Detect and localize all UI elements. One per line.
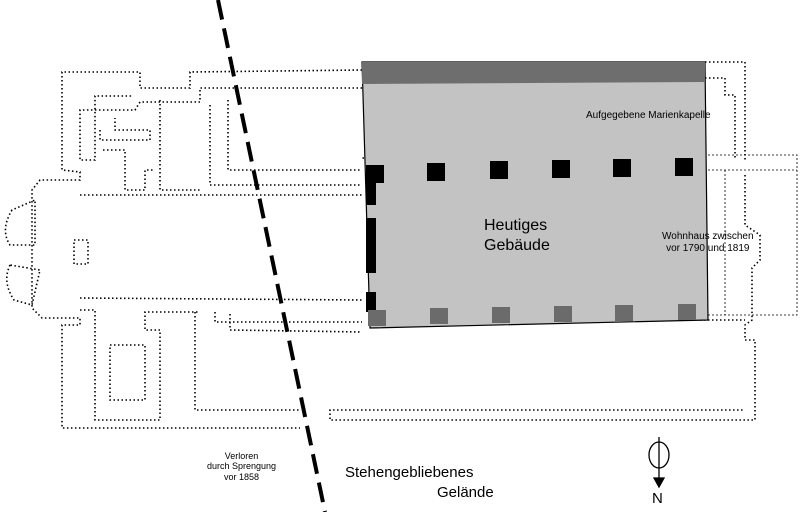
pillar: [554, 306, 572, 322]
former-church-outline: [4, 61, 761, 429]
chapel-label: Aufgegebene Marienkapelle: [586, 110, 711, 121]
pillar: [427, 163, 445, 181]
current-building-label: Heutiges Gebäude: [484, 217, 550, 254]
wall-segment: [366, 218, 376, 273]
remaining-label-line1: Stehengebliebenes: [345, 464, 474, 481]
demolition-line: [216, 0, 327, 512]
wall-segment: [366, 183, 376, 205]
wall-segment: [366, 292, 376, 312]
pillar: [430, 308, 448, 324]
pillar: [678, 304, 696, 320]
residence-label: Wohnhaus zwischen vor 1790 und 1819: [662, 231, 754, 254]
grey-pillars: [368, 304, 696, 326]
north-arrow-icon: [648, 437, 670, 489]
pillar: [552, 160, 570, 178]
lost-label: Verloren durch Sprengung vor 1858: [207, 451, 277, 482]
pillar: [675, 158, 693, 176]
pillar: [613, 159, 631, 177]
pillar: [366, 165, 384, 183]
dark-pillars: [366, 158, 693, 312]
pillar: [368, 310, 386, 326]
remaining-label-line2: Gelände: [437, 484, 494, 501]
pillar: [615, 305, 633, 321]
current-building-area: [361, 61, 709, 329]
pillar: [492, 307, 510, 323]
north-label: N: [652, 490, 663, 507]
roof-strip: [362, 62, 705, 84]
pillar: [490, 161, 508, 179]
